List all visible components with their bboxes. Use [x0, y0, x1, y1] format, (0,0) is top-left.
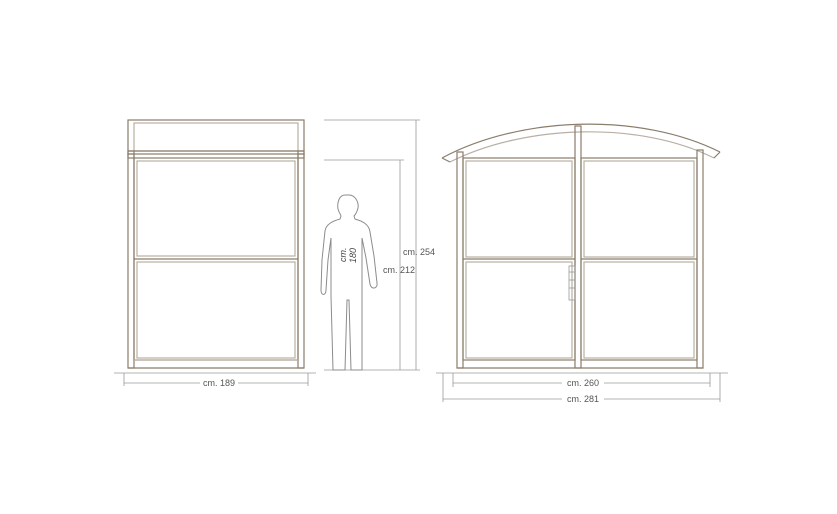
- front-total-width-label: cm. 281: [567, 394, 599, 404]
- inner-height-label: cm. 212: [383, 265, 415, 275]
- side-view-header-panel: [127, 119, 305, 159]
- person-height-value: 180: [348, 248, 358, 263]
- front-width-dimensions: [436, 372, 728, 402]
- side-width-label: cm. 189: [203, 378, 235, 388]
- front-view: [441, 123, 721, 369]
- front-view-curved-roof: [441, 123, 721, 163]
- side-view-glass-panels: [133, 157, 299, 361]
- side-view: [127, 119, 305, 369]
- front-view-right-panel: [580, 157, 698, 361]
- front-view-left-panel: [462, 157, 576, 361]
- person-silhouette: [320, 194, 378, 371]
- front-view-timetable-holder: [568, 265, 576, 301]
- person-height-label: cm. 180: [338, 248, 358, 264]
- front-view-posts: [456, 125, 704, 369]
- side-view-posts: [127, 153, 305, 369]
- side-width-dimension: [114, 372, 316, 386]
- height-dimensions: [324, 119, 420, 371]
- front-inner-width-label: cm. 260: [567, 378, 599, 388]
- total-height-label: cm. 254: [403, 247, 435, 257]
- person-height-unit: cm.: [338, 248, 348, 263]
